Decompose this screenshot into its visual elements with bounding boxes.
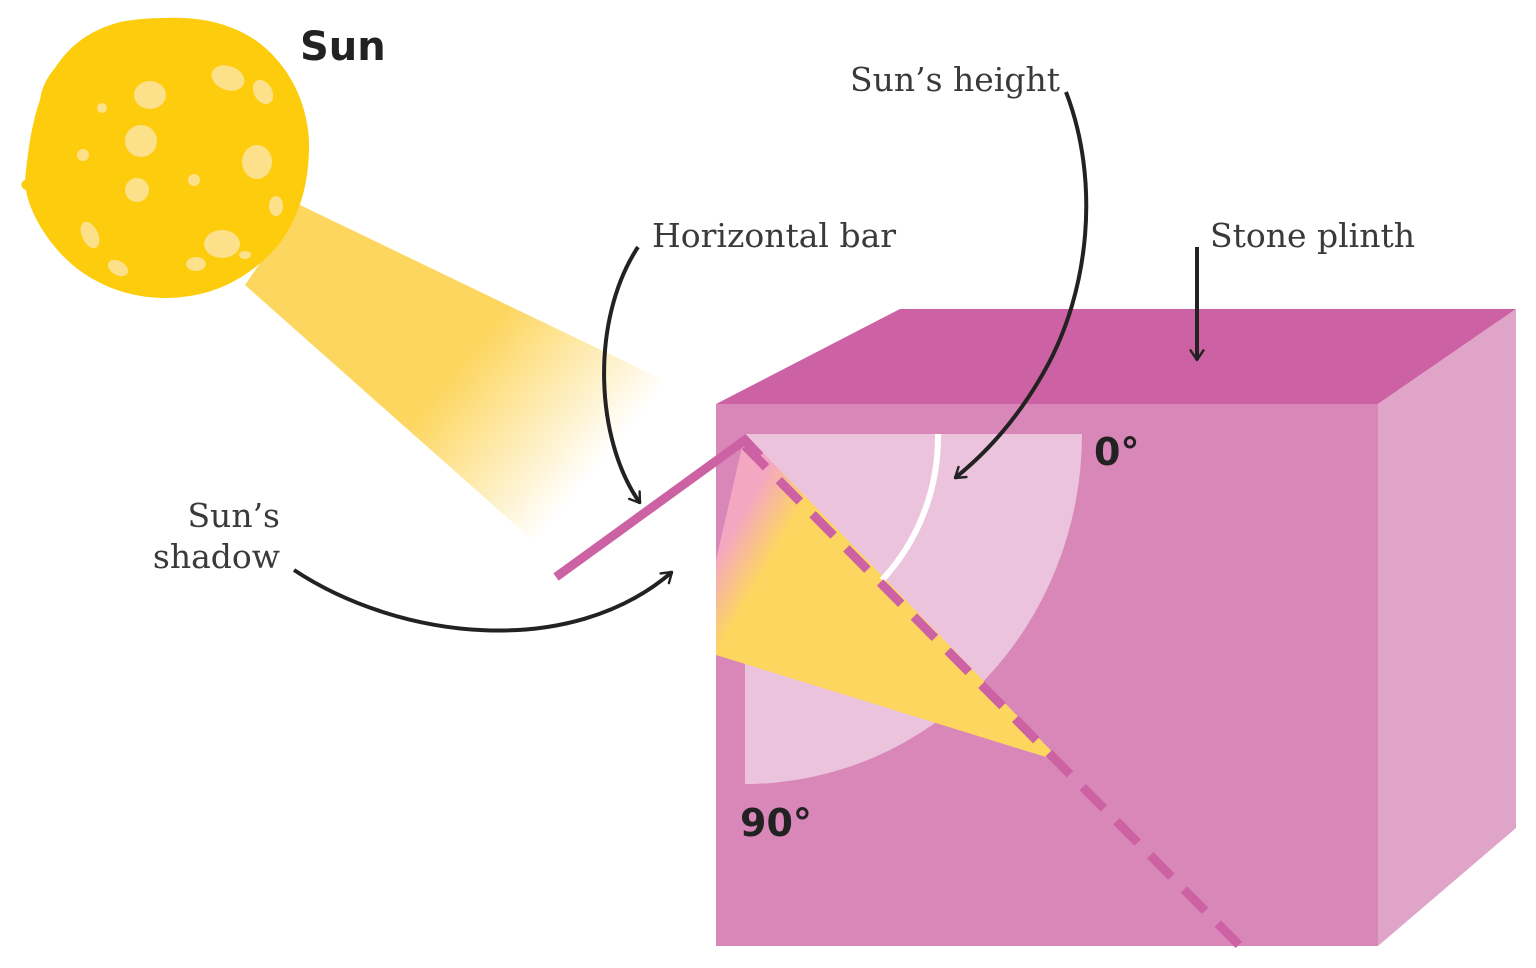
- plinth-top-face: [716, 309, 1516, 404]
- sun-title: Sun: [300, 24, 386, 70]
- sun-icon: [21, 17, 310, 299]
- suns-height-label: Sun’s height: [850, 60, 1060, 99]
- angle-ninety-label: 90°: [740, 801, 812, 845]
- shadow-dashed-line: [741, 442, 1244, 950]
- shadow-wedge: [716, 434, 1062, 762]
- sun-height-arc: [879, 433, 942, 583]
- suns-height-arrow: [953, 91, 1089, 480]
- plinth-side-face: [1378, 309, 1516, 946]
- suns-shadow-label-line1: Sun’s: [187, 496, 280, 535]
- sun-light-beam: [245, 205, 715, 625]
- horizontal-bar-arrow: [602, 245, 642, 505]
- suns-shadow-label-line2: shadow: [153, 537, 280, 576]
- suns-shadow-arrow: [292, 568, 674, 633]
- horizontal-bar-label: Horizontal bar: [652, 216, 896, 255]
- stone-plinth-label: Stone plinth: [1210, 216, 1415, 255]
- angle-zero-label: 0°: [1094, 430, 1139, 474]
- horizontal-bar: [553, 434, 764, 581]
